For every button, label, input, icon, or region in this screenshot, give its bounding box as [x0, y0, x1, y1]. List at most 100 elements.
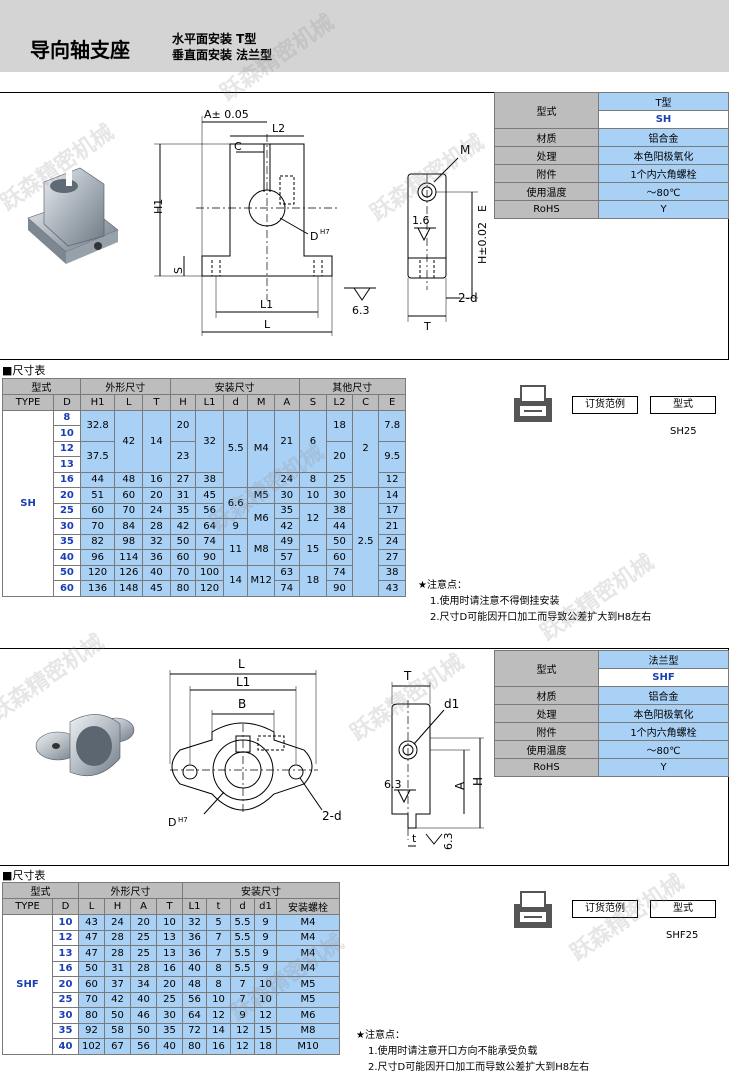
sh-c-cell: 2	[351, 409, 380, 488]
shf-value-cell: 16	[206, 1038, 231, 1055]
sh-a-cell: 63	[274, 564, 300, 581]
sh-h-cell: 27	[169, 471, 197, 488]
sh-dim-l2: L2	[272, 122, 285, 135]
sh-dim-e: E	[476, 205, 489, 212]
shf-dim-6-3: 6.3	[384, 778, 402, 791]
order-example-button[interactable]: 订货范例	[572, 900, 638, 918]
sh-l-cell: 126	[114, 564, 144, 581]
sh-a-cell: 35	[274, 502, 300, 519]
model-button[interactable]: 型式	[650, 396, 716, 414]
order-code: SH25	[670, 426, 697, 437]
sh-h1-cell: 60	[79, 502, 116, 519]
sh-h-cell: 20	[169, 409, 197, 442]
sh-l-cell: 114	[114, 549, 144, 566]
sh-h1-cell: 37.5	[79, 440, 116, 473]
sh-h1-cell: 70	[79, 518, 116, 535]
shf-group-install: 安装尺寸	[181, 882, 341, 899]
shf-spec-model-value-1: 法兰型	[598, 650, 729, 669]
shf-d-cell: 40	[52, 1038, 79, 1055]
header-subtitle-1: 水平面安装 T型	[172, 32, 257, 46]
sh-d-mount-cell: 5.5	[222, 409, 249, 488]
shf-value-cell: 9	[254, 929, 277, 946]
shf-col-header: L1	[182, 898, 207, 915]
sh-e-cell: 17	[378, 502, 406, 519]
sh-d-cell: 12	[53, 440, 81, 457]
sh-e-cell: 38	[378, 564, 406, 581]
shf-dim-h: H	[471, 777, 485, 786]
sh-m-cell: M12	[247, 564, 275, 597]
sh-h1-cell: 44	[79, 471, 116, 488]
shf-value-cell: 42	[104, 991, 131, 1008]
sh-h-cell: 50	[169, 533, 197, 550]
sh-m-cell: M6	[247, 502, 275, 535]
sh-a-cell: 21	[274, 409, 300, 473]
sh-h-cell: 23	[169, 440, 197, 473]
shf-front-view: L L1 B D H7 2-d	[168, 657, 342, 829]
shf-d-cell: 10	[52, 914, 79, 931]
shf-value-cell: 10	[254, 991, 277, 1008]
sh-l1-cell: 38	[195, 471, 224, 488]
shf-d-cell: 16	[52, 960, 79, 977]
shf-section-label: ■尺寸表	[2, 869, 46, 882]
sh-type-cell: SH	[1, 409, 55, 597]
sh-spec-model-label: 型式	[494, 92, 599, 129]
sh-e-cell: 24	[378, 533, 406, 550]
model-button[interactable]: 型式	[650, 900, 716, 918]
sh-s-cell: 10	[298, 487, 328, 504]
shf-value-cell: 37	[104, 976, 131, 993]
shf-spec-model-value-2: SHF	[598, 668, 729, 687]
shf-value-cell: 13	[156, 929, 183, 946]
shf-value-cell: M6	[275, 1007, 341, 1024]
shf-dim-d1: d1	[444, 697, 459, 711]
sh-t-cell: 40	[142, 564, 171, 581]
shf-value-cell: 9	[254, 945, 277, 962]
sh-d-cell: 40	[53, 549, 81, 566]
shf-value-cell: 40	[182, 960, 207, 977]
shf-dim-a: A	[453, 781, 467, 790]
shf-value-cell: 7	[206, 929, 231, 946]
sh-d-mount-cell: 14	[222, 564, 249, 597]
shf-value-cell: 36	[182, 929, 207, 946]
sh-s-cell: 12	[298, 502, 328, 535]
shf-value-cell: 56	[182, 991, 207, 1008]
sh-h-cell: 70	[169, 564, 197, 581]
sh-spec-model-value-1: T型	[598, 92, 729, 111]
sh-spec-model-value-2: SH	[598, 110, 729, 129]
shf-value-cell: 28	[104, 929, 131, 946]
shf-spec-row-value: 铝合金	[598, 686, 729, 705]
order-code: SHF25	[666, 930, 699, 941]
shf-dim-t-small: t	[412, 832, 417, 845]
shf-value-cell: M5	[275, 991, 341, 1008]
sh-h1-cell: 32.8	[79, 409, 116, 442]
shf-value-cell: 50	[130, 1022, 157, 1039]
sh-spec-row-value: 铝合金	[598, 128, 729, 147]
sh-l1-cell: 74	[195, 533, 224, 550]
shf-spec-row-label: 材质	[494, 686, 599, 705]
sh-l1-cell: 32	[195, 409, 224, 473]
sh-spec-row-value: ～80℃	[598, 182, 729, 201]
sh-front-view: A± 0.05 L2 C H1 D H7 S L1 L 6.3	[152, 108, 376, 336]
sh-group-outline: 外形尺寸	[79, 378, 171, 395]
sh-d-cell: 20	[53, 487, 81, 504]
shf-spec-row-value: 1个内六角螺栓	[598, 722, 729, 741]
sh-l2-cell: 90	[326, 580, 353, 597]
shf-value-cell: 46	[130, 1007, 157, 1024]
shf-col-header: H	[104, 898, 131, 915]
sh-dim-1-6: 1.6	[412, 214, 430, 227]
shf-value-cell: 64	[182, 1007, 207, 1024]
sh-spec-row-label: 材质	[494, 128, 599, 147]
shf-value-cell: 47	[78, 945, 105, 962]
sh-dim-d: D	[310, 230, 318, 243]
sh-dim-m: M	[460, 143, 470, 157]
sh-l-cell: 60	[114, 487, 144, 504]
order-example-button[interactable]: 订货范例	[572, 396, 638, 414]
shf-col-header: A	[130, 898, 157, 915]
sh-l-cell: 148	[114, 580, 144, 597]
sh-group-install: 安装尺寸	[169, 378, 300, 395]
shf-group-model: 型式	[2, 882, 79, 899]
sh-col-header: H1	[79, 394, 116, 411]
sh-l1-cell: 56	[195, 502, 224, 519]
shf-col-header: t	[206, 898, 231, 915]
